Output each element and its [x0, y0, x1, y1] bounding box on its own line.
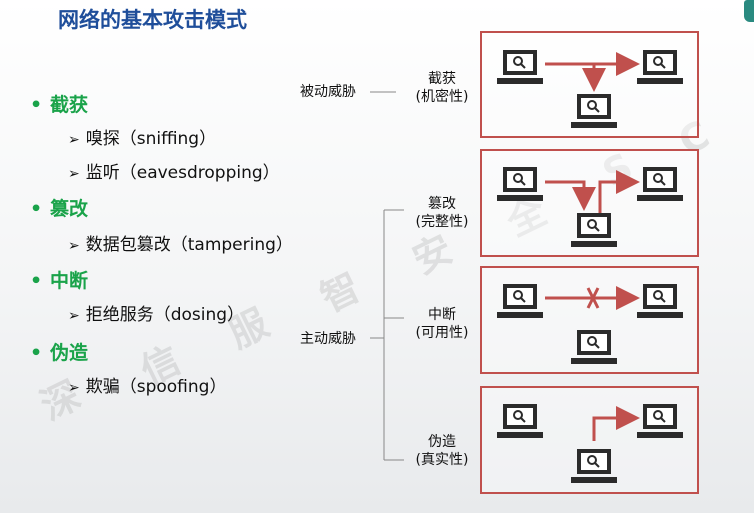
- computer-icon: [496, 49, 544, 85]
- computer-icon: [570, 329, 618, 365]
- category-label: 伪造: [50, 342, 89, 364]
- computer-icon: [636, 283, 684, 319]
- computer-icon: [496, 166, 544, 202]
- category-tamper: •篡改: [30, 198, 89, 220]
- passive-threat-label: 被动威胁: [300, 84, 356, 100]
- list-item: ➢欺骗（spoofing）: [68, 377, 227, 397]
- category-intercept: •截获: [30, 94, 89, 116]
- list-item: ➢数据包篡改（tampering）: [68, 235, 293, 255]
- arrow: [598, 170, 640, 213]
- category-label: 截获: [50, 94, 89, 116]
- attack-label-fabricate: 伪造(真实性): [415, 434, 469, 468]
- computer-icon: [496, 283, 544, 319]
- attack-label-tamper: 篡改(完整性): [415, 196, 469, 230]
- arrow: [545, 180, 596, 211]
- attack-label-interrupt: 中断(可用性): [415, 307, 469, 341]
- arrow: [592, 406, 640, 441]
- active-tree-connector: [370, 209, 404, 461]
- computer-icon: [570, 448, 618, 484]
- computer-icon: [636, 403, 684, 439]
- computer-icon: [636, 49, 684, 85]
- corner-logo-mark: [744, 0, 754, 22]
- computer-icon: [636, 166, 684, 202]
- category-label: 篡改: [50, 198, 89, 220]
- attack-label-intercept: 截获(机密性): [415, 71, 469, 105]
- break-cross-icon: [586, 287, 600, 309]
- category-label: 中断: [50, 270, 89, 292]
- page-title: 网络的基本攻击模式: [58, 8, 247, 32]
- computer-icon: [570, 212, 618, 248]
- computer-icon: [496, 403, 544, 439]
- category-interrupt: •中断: [30, 270, 89, 292]
- list-item: ➢拒绝服务（dosing）: [68, 305, 245, 325]
- active-threat-label: 主动威胁: [300, 331, 356, 347]
- computer-icon: [570, 93, 618, 129]
- list-item: ➢嗅探（sniffing）: [68, 129, 217, 149]
- list-item: ➢监听（eavesdropping）: [68, 163, 280, 183]
- category-fabricate: •伪造: [30, 342, 89, 364]
